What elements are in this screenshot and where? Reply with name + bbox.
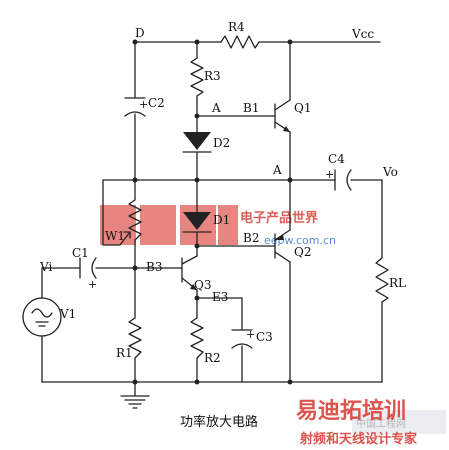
label-q2: Q2 xyxy=(294,245,311,259)
diode-d2-body xyxy=(183,132,211,150)
junctions xyxy=(132,39,293,385)
site-cn-text: 易迪拓培训 xyxy=(296,398,406,424)
label-d1: D1 xyxy=(213,213,230,227)
label-r4: R4 xyxy=(228,20,245,34)
junction-b3 xyxy=(132,265,138,271)
junction-r3-top xyxy=(194,39,200,45)
ground-icon xyxy=(120,395,150,409)
capacitor-c2-plate-2 xyxy=(124,111,146,117)
capacitor-c1-plate-2 xyxy=(91,257,97,279)
transistor-q3-collector xyxy=(181,255,198,265)
transistor-q1-collector xyxy=(274,99,291,111)
resistor-rl xyxy=(375,257,389,303)
junction-d2-d1 xyxy=(194,177,200,183)
label-q1: Q1 xyxy=(294,101,311,115)
label-c2: C2 xyxy=(148,96,165,110)
potentiometer-w1 xyxy=(128,199,142,246)
label-node-a-top: A xyxy=(211,101,221,115)
polarity-c1: + xyxy=(88,278,97,291)
label-node-a-mid: A xyxy=(272,163,282,177)
label-v1: V1 xyxy=(59,307,76,321)
label-vi: Vi xyxy=(39,260,52,274)
label-vcc: Vcc xyxy=(351,27,374,41)
junction-d xyxy=(132,39,138,45)
wire-e3-to-c3 xyxy=(196,297,243,331)
diodes xyxy=(182,132,212,233)
junction-q2-ground xyxy=(287,379,293,385)
label-b1: B1 xyxy=(243,101,259,115)
site-slogan-text: 射频和天线设计专家 xyxy=(299,431,418,447)
label-r3: R3 xyxy=(204,69,221,83)
transistor-q2-arrow xyxy=(276,235,284,240)
stamp-watermark: 中国工程网 xyxy=(352,410,446,434)
eepw-logo-block-2 xyxy=(140,205,176,245)
junction-b1 xyxy=(194,113,200,119)
diode-d1-body xyxy=(183,212,211,230)
resistor-r2 xyxy=(190,317,204,359)
polarity-c3: + xyxy=(246,328,255,341)
label-d2: D2 xyxy=(213,136,230,150)
label-node-d: D xyxy=(135,26,145,40)
eepw-logo-block-4 xyxy=(218,205,238,245)
junction-q1-top xyxy=(287,39,293,45)
capacitors xyxy=(79,97,352,349)
label-c1: C1 xyxy=(72,246,89,260)
label-c4: C4 xyxy=(328,152,345,166)
label-r1: R1 xyxy=(116,346,133,360)
capacitor-c4-plate-2 xyxy=(346,169,352,191)
stamp-background xyxy=(352,410,446,434)
label-c3: C3 xyxy=(256,330,273,344)
transistors xyxy=(164,99,291,291)
capacitor-c3-plate-2 xyxy=(231,343,253,349)
resistor-r3 xyxy=(190,57,204,97)
wire-w1-loop xyxy=(102,179,121,246)
label-q3: Q3 xyxy=(194,278,211,292)
potentiometer-w1-wiper xyxy=(119,231,131,246)
transistor-q2-collector xyxy=(274,251,291,263)
label-rl: RL xyxy=(389,276,406,290)
junction-ground xyxy=(132,379,138,385)
potentiometer-w1-arrow xyxy=(123,231,131,239)
label-b3: B3 xyxy=(146,260,162,274)
source-v1-circle xyxy=(22,297,62,337)
site-watermark: 易迪拓培训 射频和天线设计专家 xyxy=(296,398,418,447)
label-r2: R2 xyxy=(204,351,221,365)
polarity-c4: + xyxy=(325,168,334,181)
junction-e3 xyxy=(194,295,200,301)
source-v1-sine xyxy=(31,308,53,318)
polarity-c2: + xyxy=(139,98,148,111)
transistor-q3-arrow xyxy=(190,284,197,290)
junction-b2 xyxy=(194,243,200,249)
label-e3: E3 xyxy=(212,290,228,304)
resistor-r1 xyxy=(128,317,142,359)
labels: D R4 Vcc R3 C2 A B1 Q1 D2 C4 A Vo D1 W1 … xyxy=(39,20,406,430)
transistor-q1-arrow xyxy=(283,126,290,132)
resistors xyxy=(119,35,389,359)
diagram-caption: 功率放大电路 xyxy=(180,414,258,430)
transistor-q2-emitter xyxy=(274,229,291,241)
junction-a xyxy=(287,177,293,183)
junction-r2-ground xyxy=(194,379,200,385)
stamp-text: 中国工程网 xyxy=(356,417,406,430)
label-b2: B2 xyxy=(243,231,259,245)
source-v1 xyxy=(22,297,62,337)
label-vo: Vo xyxy=(382,165,398,179)
eepw-cn-text: 电子产品世界 xyxy=(240,210,318,226)
label-w1: W1 xyxy=(105,229,125,243)
junction-c2-bottom xyxy=(132,177,138,183)
resistor-r4 xyxy=(220,35,260,49)
